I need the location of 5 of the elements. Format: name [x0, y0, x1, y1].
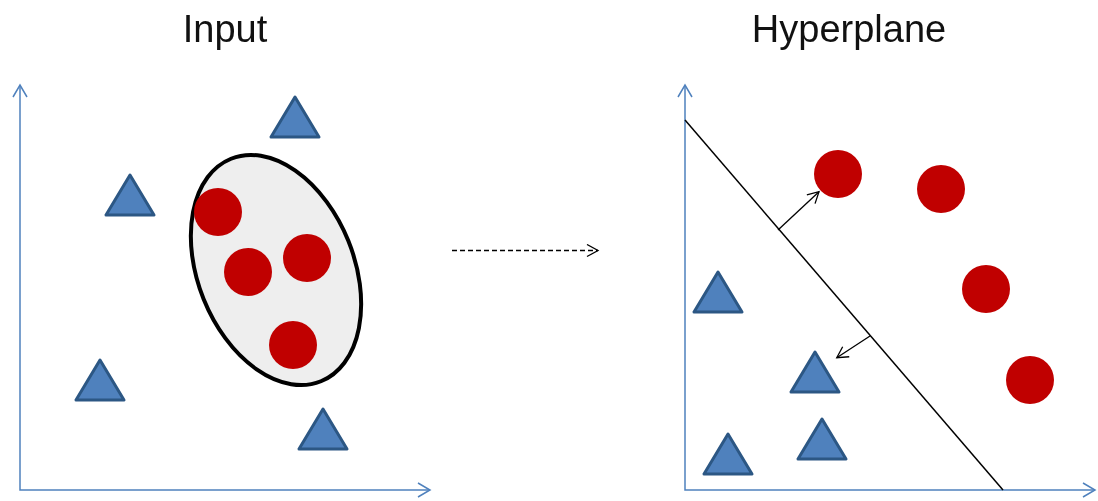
- arrow: [836, 335, 871, 359]
- panel-title: Hyperplane: [750, 8, 948, 51]
- arrow: [451, 243, 599, 258]
- arrow: [777, 191, 820, 231]
- panel-title: Input: [181, 8, 269, 51]
